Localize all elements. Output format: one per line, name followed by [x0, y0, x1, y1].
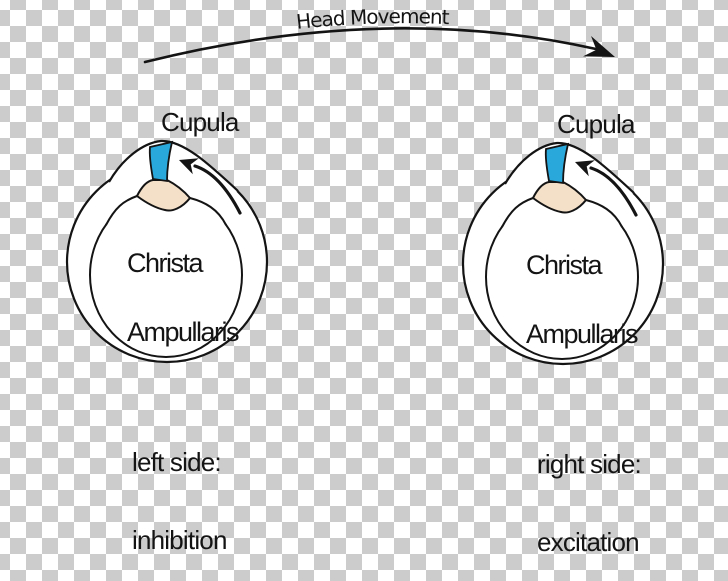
crista-label-right-line1: Christa — [526, 250, 603, 280]
crista-label-right-line2: Ampullaris — [526, 319, 639, 349]
head-movement-arc — [143, 27, 598, 64]
caption-left-line2: inhibition — [132, 525, 227, 555]
head-movement-arrowhead-icon — [583, 36, 615, 57]
caption-left-line1: left side: — [132, 447, 222, 477]
crista-label-left-line2: Ampullaris — [127, 317, 240, 347]
cupula-label-right: Cupula — [557, 109, 635, 139]
caption-left: left side: inhibition — [132, 397, 227, 579]
cupula-label-left: Cupula — [161, 107, 239, 137]
caption-right: right side: excitation — [537, 399, 642, 581]
crista-label-right: Christa Ampullaris — [526, 208, 639, 369]
vestibular-diagram-canvas: Head Movement — [65, 4, 665, 366]
transparent-canvas: { "colors": { "checker_gray": "#cccccc",… — [0, 0, 728, 555]
crista-label-left-line1: Christa — [127, 248, 204, 278]
caption-right-line1: right side: — [537, 449, 642, 479]
crista-label-left: Christa Ampullaris — [127, 206, 240, 367]
caption-right-line2: excitation — [537, 527, 640, 557]
head-movement-arrow: Head Movement — [143, 4, 615, 64]
